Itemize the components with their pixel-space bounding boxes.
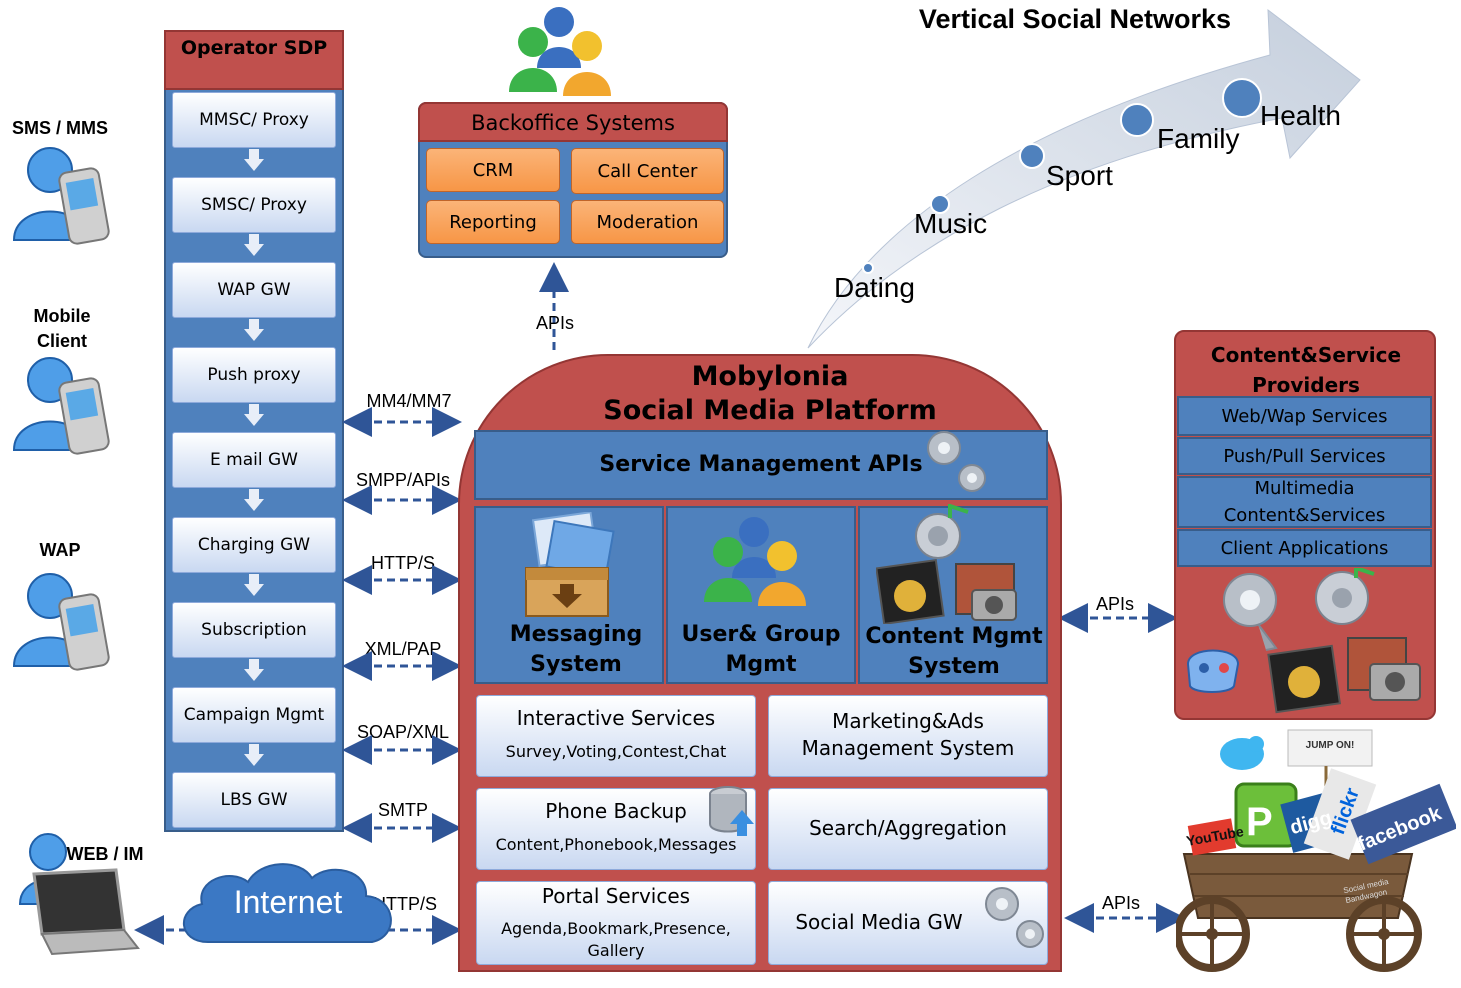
- service-management-apis-label: Service Management APIs: [599, 452, 923, 477]
- phone-backup-title: Phone Backup: [545, 799, 687, 823]
- bandwagon-sign-text: JUMP ON!: [1305, 740, 1355, 751]
- social-media-gw-label: Social Media GW: [795, 910, 963, 934]
- portal-services-sub: Agenda,Bookmark,Presence, Gallery: [501, 919, 731, 960]
- vertical-dating: Dating: [834, 272, 915, 303]
- down-arrow-icon: [244, 149, 264, 171]
- web-user-laptop-icon: [18, 833, 140, 956]
- media-content-icon: [876, 504, 1017, 624]
- user-group-mgmt-label: User& Group Mgmt: [681, 622, 841, 677]
- csp-client-applications: Client Applications: [1177, 529, 1432, 567]
- protocol-label-mm4-mm7: MM4/MM7: [366, 391, 452, 411]
- client-label-sms-mms: SMS / MMS: [11, 118, 108, 138]
- down-arrow-icon: [244, 489, 264, 511]
- social-media-gw: Social Media GW: [768, 881, 1048, 965]
- sdp-subscription: Subscription: [172, 602, 336, 658]
- backoffice-call-center: Call Center: [571, 148, 724, 194]
- down-arrow-icon: [244, 659, 264, 681]
- down-arrow-icon: [244, 319, 264, 341]
- gears-icon: [985, 887, 1044, 948]
- backoffice-reporting: Reporting: [426, 200, 560, 244]
- portal-services-title: Portal Services: [541, 884, 691, 908]
- search-aggregation: Search/Aggregation: [768, 788, 1048, 870]
- search-aggregation-label: Search/Aggregation: [809, 816, 1007, 840]
- interactive-services-sub: Survey,Voting,Contest,Chat: [505, 742, 727, 761]
- sdp-lbs-gw: LBS GW: [172, 772, 336, 828]
- sdp-charging-gw: Charging GW: [172, 517, 336, 573]
- csp-multimedia-content: Multimedia Content&Services: [1177, 476, 1432, 528]
- down-arrow-icon: [244, 404, 264, 426]
- platform-title-line1: Mobylonia: [691, 361, 849, 392]
- backoffice-apis-label: APIs: [535, 313, 574, 333]
- vertical-music: Music: [914, 208, 988, 239]
- down-arrow-icon: [244, 744, 264, 766]
- gears-icon: [927, 431, 986, 492]
- content-mgmt-label: Content Mgmt System: [865, 624, 1043, 679]
- vertical-health: Health: [1260, 100, 1341, 131]
- sdp-header: Operator SDP: [164, 30, 344, 90]
- mobile-user-icon: [12, 573, 110, 671]
- vertical-family: Family: [1157, 123, 1240, 154]
- user-group-icon: [704, 517, 806, 606]
- sdp-email-gw: E mail GW: [172, 432, 336, 488]
- marketing-ads-label: Marketing&Ads Management System: [801, 709, 1015, 760]
- csp-apis-label: APIs: [1095, 594, 1134, 614]
- diagram-title: Vertical Social Networks: [918, 4, 1232, 34]
- people-group-icon: [509, 7, 611, 96]
- database-icon: [709, 786, 754, 836]
- client-label-web-im: WEB / IM: [66, 844, 144, 864]
- vertical-sport: Sport: [1046, 160, 1113, 191]
- multimedia-apps-icon: [1186, 568, 1421, 714]
- backoffice-header: Backoffice Systems: [418, 102, 728, 142]
- marketing-ads-system: Marketing&Ads Management System: [768, 695, 1048, 777]
- internet-cloud: [183, 863, 392, 943]
- backoffice-crm: CRM: [426, 148, 560, 192]
- csp-web-wap-services: Web/Wap Services: [1177, 396, 1432, 436]
- backoffice-moderation: Moderation: [571, 200, 724, 244]
- down-arrow-icon: [244, 234, 264, 256]
- mobile-user-icon: [12, 147, 110, 245]
- platform-title: Mobylonia Social Media Platform: [500, 360, 1040, 428]
- vertical-networks-arrow: [807, 8, 1361, 349]
- client-label-wap: WAP: [39, 540, 81, 560]
- platform-title-line2: Social Media Platform: [603, 395, 937, 426]
- interactive-services: Interactive Services Survey,Voting,Conte…: [476, 695, 756, 777]
- sdp-mmsc-proxy: MMSC/ Proxy: [172, 92, 336, 148]
- sdp-wap-gw: WAP GW: [172, 262, 336, 318]
- client-label-mobile: Mobile Client: [33, 306, 91, 351]
- logo-p: P: [1246, 800, 1273, 844]
- messaging-box-icon: [525, 512, 615, 617]
- messaging-system-label: Messaging System: [509, 622, 643, 677]
- social-media-bandwagon-illustration: [1176, 729, 1456, 972]
- csp-header: Content&Service Providers: [1210, 343, 1402, 397]
- mobile-user-icon: [12, 357, 110, 455]
- portal-services: Portal Services Agenda,Bookmark,Presence…: [476, 881, 756, 965]
- internet-label: Internet: [233, 884, 343, 920]
- csp-push-pull-services: Push/Pull Services: [1177, 437, 1432, 475]
- social-gw-apis-label: APIs: [1101, 893, 1140, 913]
- phone-backup-sub: Content,Phonebook,Messages: [495, 835, 737, 854]
- interactive-services-title: Interactive Services: [516, 706, 716, 730]
- sdp-campaign-mgmt: Campaign Mgmt: [172, 687, 336, 743]
- sdp-smsc-proxy: SMSC/ Proxy: [172, 177, 336, 233]
- down-arrow-icon: [244, 574, 264, 596]
- sdp-push-proxy: Push proxy: [172, 347, 336, 403]
